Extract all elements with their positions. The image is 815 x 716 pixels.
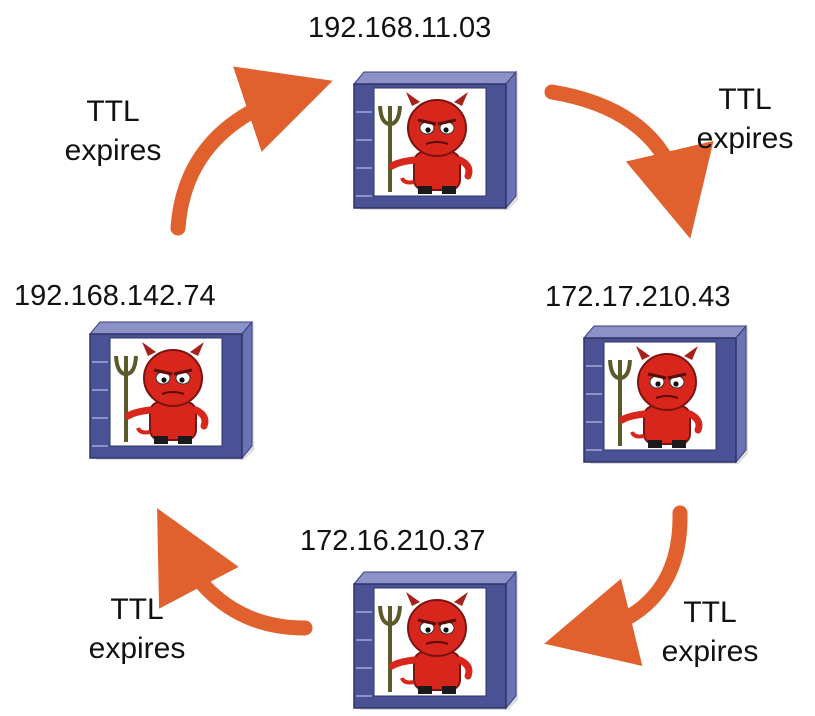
edge-label-line2: expires	[64, 134, 162, 167]
node-right	[580, 316, 750, 466]
edge-left-top-label: TTL expires	[48, 92, 178, 170]
node-left-ip-label: 192.168.142.74	[14, 280, 216, 312]
edge-right-bottom-label: TTL expires	[645, 593, 775, 671]
edge-label-line1: TTL	[110, 593, 164, 626]
edge-label-line1: TTL	[718, 83, 772, 116]
arrow-top-to-right	[544, 84, 714, 239]
devil-mascot-icon	[608, 346, 703, 448]
edge-label-line2: expires	[696, 122, 794, 155]
edge-label-line1: TTL	[86, 95, 140, 128]
node-left	[86, 312, 256, 462]
server-icon	[352, 70, 518, 210]
arrow-right-to-bottom	[544, 505, 688, 666]
edge-bottom-left-label: TTL expires	[72, 590, 202, 668]
node-top	[350, 62, 520, 212]
server-icon	[582, 324, 748, 464]
edge-top-right-label: TTL expires	[680, 80, 810, 158]
node-top-ip-label: 192.168.11.03	[308, 12, 492, 44]
devil-mascot-icon	[114, 342, 209, 444]
arrow-left-to-top	[170, 66, 333, 236]
devil-mascot-icon	[378, 92, 473, 194]
node-right-ip-label: 172.17.210.43	[545, 281, 731, 313]
node-bottom	[350, 562, 520, 712]
server-icon	[88, 320, 254, 460]
edge-label-line1: TTL	[683, 596, 737, 629]
edge-label-line2: expires	[661, 635, 759, 668]
devil-mascot-icon	[378, 592, 473, 694]
node-bottom-ip-label: 172.16.210.37	[300, 525, 486, 557]
server-icon	[352, 570, 518, 710]
arrow-bottom-to-left	[157, 508, 313, 636]
edge-label-line2: expires	[88, 632, 186, 665]
